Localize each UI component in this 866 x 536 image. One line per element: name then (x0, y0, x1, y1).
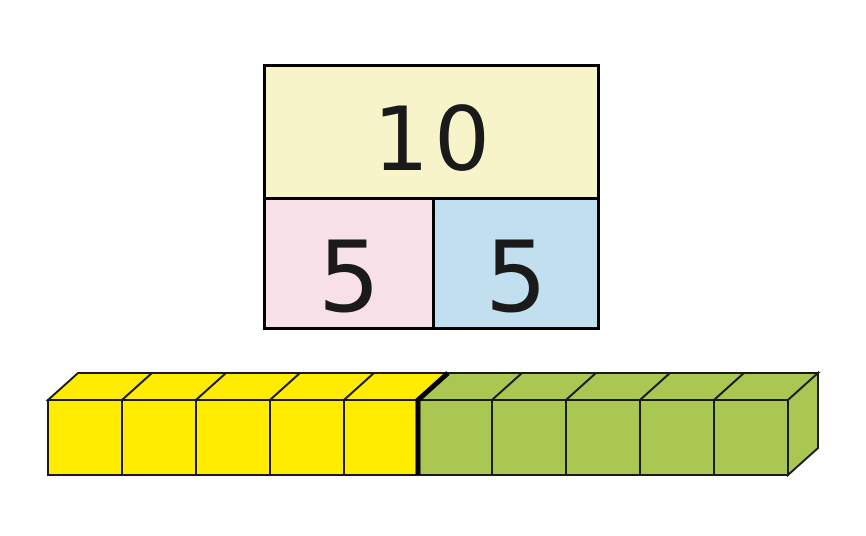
green-cube-front-face (491, 399, 567, 476)
parts-row: 5 5 (266, 200, 597, 327)
part-right-cell: 5 (435, 200, 597, 327)
yellow-cube-front-face (47, 399, 123, 476)
part-left-value: 5 (317, 220, 381, 335)
part-right-value: 5 (484, 220, 548, 335)
part-whole-model: 10 5 5 (263, 64, 600, 330)
yellow-cube-front-face (269, 399, 345, 476)
yellow-cube-front-face (121, 399, 197, 476)
whole-value: 10 (373, 88, 495, 191)
part-left-cell: 5 (266, 200, 435, 327)
green-cube-front-face (713, 399, 789, 476)
yellow-cube-front-face (195, 399, 271, 476)
green-cube-front-face (639, 399, 715, 476)
green-cube-front-face (565, 399, 641, 476)
group-divider (415, 371, 450, 475)
whole-cell: 10 (266, 67, 597, 200)
green-cube-front-face (417, 399, 493, 476)
yellow-cube-front-face (343, 399, 419, 476)
